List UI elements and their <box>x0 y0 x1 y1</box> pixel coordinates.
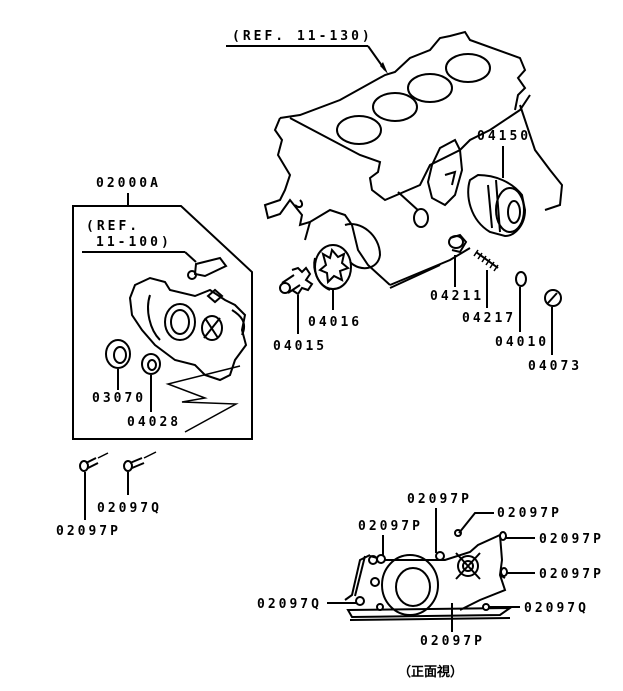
fv-label-02097P-5: 02097P <box>539 567 604 582</box>
part-label-02000A: 02000A <box>96 176 161 191</box>
ref-oil-pump-line2: 11-100) <box>96 235 172 250</box>
oil-filter-drawing <box>467 173 527 238</box>
fv-label-02097P-4: 02097P <box>539 532 604 547</box>
inner-rotor-drawing <box>279 266 314 296</box>
part-label-04028: 04028 <box>127 415 181 430</box>
part-label-02097Q-left: 02097Q <box>97 501 162 516</box>
bolt-p-drawing <box>79 452 109 472</box>
part-label-04073: 04073 <box>528 359 582 374</box>
fv-label-02097Q-1: 02097Q <box>257 597 322 612</box>
fv-label-02097P-2: 02097P <box>407 492 472 507</box>
part-label-03070: 03070 <box>92 391 146 406</box>
fv-label-02097P-3: 02097P <box>497 506 562 521</box>
zigzag-leader <box>165 365 241 433</box>
part-label-04150: 04150 <box>477 129 531 144</box>
fv-label-02097P-6: 02097P <box>420 634 485 649</box>
relief-plunger-drawing <box>448 233 468 254</box>
arrow-icon <box>380 62 388 74</box>
front-view-caption: （正面視） <box>398 664 463 680</box>
part-label-04010: 04010 <box>495 335 549 350</box>
relief-spring-drawing <box>473 249 499 272</box>
leader-line-block <box>389 264 441 289</box>
ref-cylinder-block-label: (REF. 11-130) <box>232 29 373 44</box>
ref-oil-pump-line1: (REF. <box>86 219 140 234</box>
front-view-drawing <box>344 529 514 621</box>
cylinder-block-drawing <box>263 30 564 286</box>
plug-drawing <box>544 289 562 307</box>
gasket-drawing <box>515 271 527 287</box>
part-label-02097P-left: 02097P <box>56 524 121 539</box>
ref-oil-pump-leader <box>184 251 197 263</box>
part-label-04217: 04217 <box>462 311 516 326</box>
oil-pump-body-drawing <box>128 256 248 382</box>
part-label-04015: 04015 <box>273 339 327 354</box>
outer-rotor-drawing <box>313 244 352 291</box>
fv-label-02097Q-2: 02097Q <box>524 601 589 616</box>
fv-leader-3 <box>458 512 494 534</box>
part-label-04211: 04211 <box>430 289 484 304</box>
fv-label-02097P-1: 02097P <box>358 519 423 534</box>
part-label-04016: 04016 <box>308 315 362 330</box>
oil-pump-assy-frame <box>72 205 253 440</box>
o-ring-drawing <box>141 353 161 375</box>
bolt-q-drawing <box>123 451 157 472</box>
oil-seal-drawing <box>105 339 131 369</box>
